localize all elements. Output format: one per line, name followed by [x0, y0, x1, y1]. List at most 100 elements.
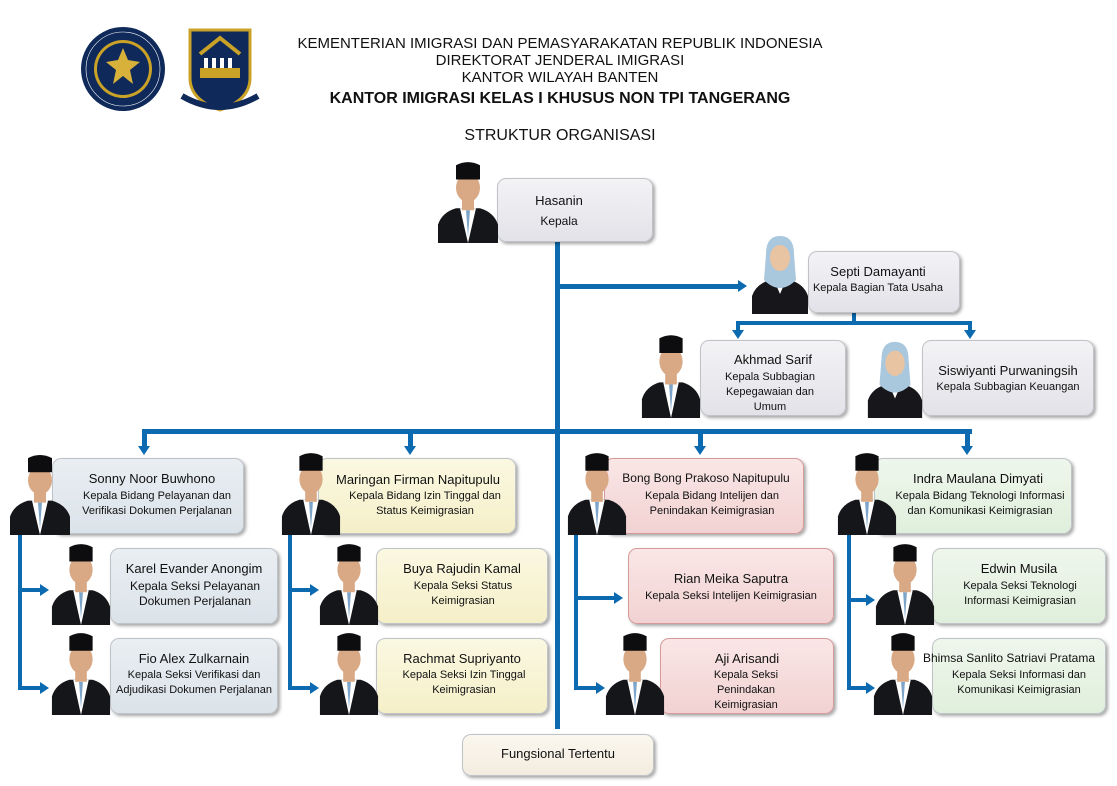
person-photo: [748, 230, 812, 314]
connector: [965, 429, 970, 446]
person-name: Hasanin: [535, 193, 583, 208]
org-box-seksi-informasi: [932, 638, 1106, 714]
org-box-seksi-izin-tinggal: [376, 638, 548, 714]
connector-arrow: [310, 682, 319, 694]
connector: [18, 534, 22, 690]
ministry-name: KEMENTERIAN IMIGRASI DAN PEMASYARAKATAN …: [297, 35, 823, 52]
connector: [142, 429, 972, 434]
org-box-fungsional: [462, 734, 654, 776]
org-box-seksi-penindakan: [660, 638, 834, 714]
person-name: Akhmad Sarif: [733, 352, 813, 367]
ministry-logo: [80, 26, 166, 112]
connector: [847, 598, 867, 602]
org-box-bidang-pelayanan: [52, 458, 244, 534]
person-role: Kepala Bidang Pelayanan dan Verifikasi D…: [82, 490, 232, 517]
connector: [288, 534, 292, 690]
connector-arrow: [404, 446, 416, 455]
person-role: Kepala: [540, 214, 578, 228]
connector-arrow: [596, 682, 605, 694]
connector-arrow: [310, 584, 319, 596]
person-role: Kepala Bidang Intelijen dan Penindakan K…: [645, 490, 779, 517]
connector: [557, 284, 739, 289]
connector: [142, 429, 147, 446]
org-box-seksi-teknologi: [932, 548, 1106, 624]
org-box-bidang-intelijen: [604, 458, 804, 534]
connector: [288, 686, 310, 690]
person-photo: [874, 539, 936, 625]
person-photo: [50, 539, 112, 625]
connector-arrow: [614, 592, 623, 604]
connector: [847, 686, 867, 690]
person-role: Kepala Seksi Informasi dan Komunikasi Ke…: [952, 669, 1086, 696]
person-photo: [640, 330, 702, 418]
person-photo: [566, 448, 628, 535]
connector: [408, 429, 413, 446]
person-role: Kepala Bidang Teknologi Informasi dan Ko…: [895, 490, 1065, 517]
person-photo: [318, 539, 380, 625]
connector-arrow: [694, 446, 706, 455]
person-name: Fio Alex Zulkarnain: [138, 651, 250, 666]
person-role: Kepala Subbagian Keuangan: [936, 381, 1080, 393]
person-name: Indra Maulana Dimyati: [912, 471, 1044, 486]
person-role: Kepala Seksi Intelijen Keimigrasian: [645, 590, 817, 602]
person-name: Septi Damayanti: [830, 264, 926, 279]
person-photo: [318, 628, 380, 715]
person-name: Sonny Noor Buwhono: [88, 471, 216, 486]
org-box-bidang-teknologi: [874, 458, 1072, 534]
connector: [736, 321, 740, 331]
org-box-seksi-status: [376, 548, 548, 624]
person-name: Bong Bong Prakoso Napitupulu: [622, 471, 790, 485]
functional-label: Fungsional Tertentu: [501, 746, 615, 761]
immigration-logo: [178, 24, 262, 114]
person-name: Aji Arisandi: [714, 651, 780, 666]
office-name: KANTOR IMIGRASI KELAS I KHUSUS NON TPI T…: [329, 90, 791, 107]
person-role: Kepala Seksi Status Keimigrasian: [413, 580, 513, 607]
org-box-kepegawaian: [700, 340, 846, 416]
connector-arrow: [866, 682, 875, 694]
person-name: Buya Rajudin Kamal: [403, 561, 521, 576]
connector-arrow: [40, 682, 49, 694]
connector: [574, 686, 596, 690]
org-box-seksi-intelijen: [628, 548, 834, 624]
person-role: Kepala Bagian Tata Usaha: [812, 282, 944, 294]
org-box-seksi-pelayanan: [110, 548, 278, 624]
person-role: Kepala Seksi Pelayanan Dokumen Perjalana…: [129, 579, 261, 608]
directorate-name: DIREKTORAT JENDERAL IMIGRASI: [435, 52, 685, 69]
person-photo: [8, 450, 72, 535]
org-box-head: [497, 178, 653, 242]
person-role: Kepala Subbagian Kepegawaian dan Umum: [725, 371, 815, 413]
person-role: Kepala Bidang Izin Tinggal dan Status Ke…: [349, 490, 501, 517]
connector-arrow: [961, 446, 973, 455]
person-name: Siswiyanti Purwaningsih: [938, 363, 1078, 378]
connector-arrow: [138, 446, 150, 455]
org-box-seksi-verifikasi: [110, 638, 278, 714]
regional-office-name: KANTOR WILAYAH BANTEN: [461, 69, 659, 86]
connector-arrow: [40, 584, 49, 596]
connector: [968, 321, 972, 331]
connector: [555, 242, 560, 729]
person-photo: [872, 628, 934, 715]
person-name: Bhimsa Sanlito Satriavi Pratama: [922, 651, 1096, 665]
person-photo: [280, 448, 342, 535]
page-title: STRUKTUR ORGANISASI: [464, 127, 656, 144]
connector: [847, 534, 851, 690]
org-box-bidang-izin-tinggal: [318, 458, 516, 534]
connector: [18, 588, 40, 592]
person-role: Kepala Seksi Izin Tinggal Keimigrasian: [402, 669, 526, 696]
org-box-keuangan: [922, 340, 1094, 416]
person-role: Kepala Seksi Penindakan Keimigrasian: [713, 669, 779, 711]
connector-arrow: [964, 330, 976, 339]
person-photo: [864, 336, 926, 418]
person-role: Kepala Seksi Teknologi Informasi Keimigr…: [963, 580, 1077, 607]
connector: [574, 596, 614, 600]
person-name: Maringan Firman Napitupulu: [335, 472, 501, 487]
person-role: Kepala Seksi Verifikasi dan Adjudikasi D…: [116, 669, 272, 696]
person-photo: [436, 157, 500, 243]
person-name: Edwin Musila: [980, 561, 1058, 576]
connector-arrow: [738, 280, 747, 292]
person-photo: [50, 628, 112, 715]
connector: [18, 686, 40, 690]
person-photo: [604, 628, 666, 715]
connector-arrow: [866, 594, 875, 606]
person-name: Rian Meika Saputra: [673, 571, 789, 586]
